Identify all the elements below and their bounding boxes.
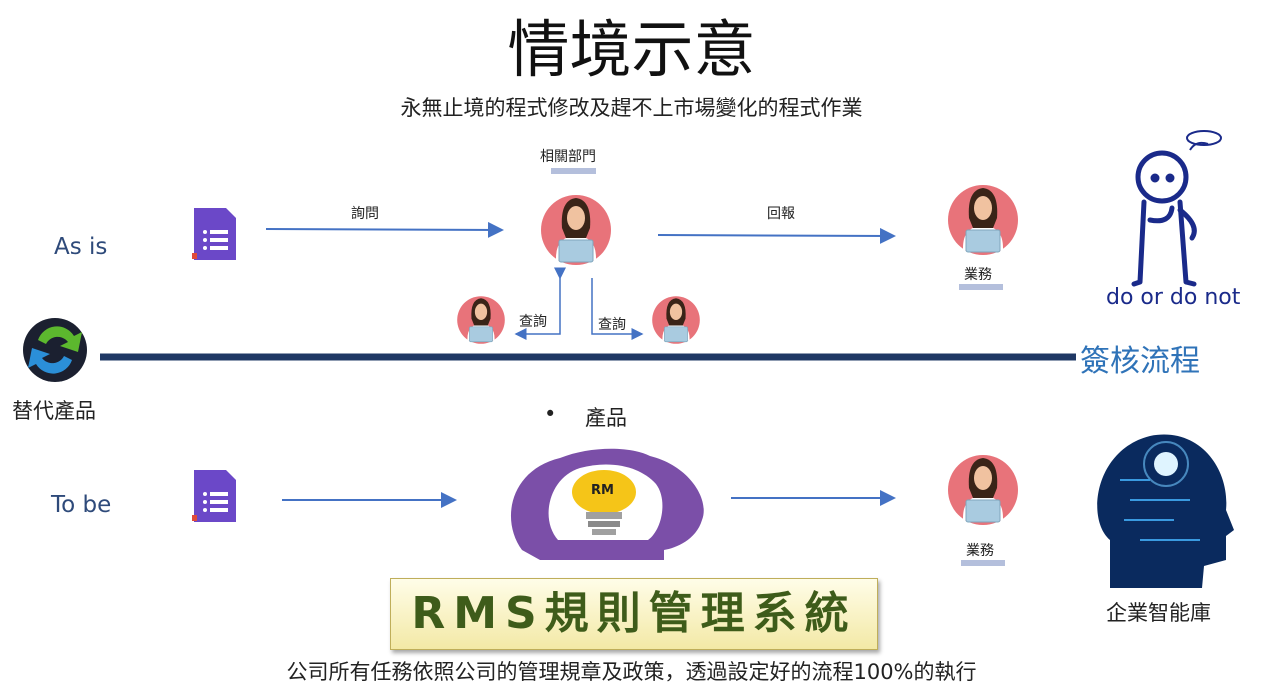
alternative-product-caption: 替代產品 xyxy=(12,399,96,423)
forms-icon-to-be xyxy=(192,470,236,522)
brain-bulb-icon xyxy=(510,448,704,560)
sales-marker-as-is xyxy=(959,284,1003,290)
sales-label-to-be: 業務 xyxy=(966,543,994,559)
arrow-ask xyxy=(265,221,504,238)
query-left-label: 查詢 xyxy=(519,314,547,330)
product-label: 產品 xyxy=(585,406,627,430)
sales-label-as-is: 業務 xyxy=(964,267,992,283)
rms-banner: RMS規則管理系統 xyxy=(390,578,878,650)
ask-label: 詢問 xyxy=(351,206,379,222)
brain-caption: 企業智能庫 xyxy=(1106,601,1211,625)
department-marker xyxy=(551,168,596,174)
arrow-reply xyxy=(657,227,896,244)
query-avatar-left xyxy=(456,295,506,345)
arrow-query-left xyxy=(514,267,566,340)
sales-marker-to-be xyxy=(961,560,1005,566)
thinking-figure xyxy=(1131,130,1222,287)
sync-icon xyxy=(23,318,87,382)
footer-text: 公司所有任務依照公司的管理規章及政策，透過設定好的流程100%的執行 xyxy=(286,660,977,684)
query-avatar-right xyxy=(651,295,701,345)
arrow-query-right xyxy=(591,278,644,340)
department-label: 相關部門 xyxy=(540,149,596,165)
product-bullet: • xyxy=(544,402,557,426)
digital-head-icon xyxy=(1097,434,1234,588)
approval-process-caption: 簽核流程 xyxy=(1080,344,1200,379)
department-avatar xyxy=(540,194,612,266)
rm-label: RM xyxy=(591,483,614,498)
forms-icon-as-is xyxy=(192,208,236,260)
sales-avatar-to-be xyxy=(947,454,1019,526)
page-title: 情境示意 xyxy=(507,13,756,86)
page-subtitle: 永無止境的程式修改及趕不上市場變化的程式作業 xyxy=(400,96,863,120)
as-is-label: As is xyxy=(54,234,108,260)
reply-label: 回報 xyxy=(767,206,795,222)
sales-avatar-as-is xyxy=(947,184,1019,256)
to-be-label: To be xyxy=(51,492,112,518)
thinker-caption: do or do not xyxy=(1106,285,1241,310)
query-right-label: 查詢 xyxy=(598,317,626,333)
